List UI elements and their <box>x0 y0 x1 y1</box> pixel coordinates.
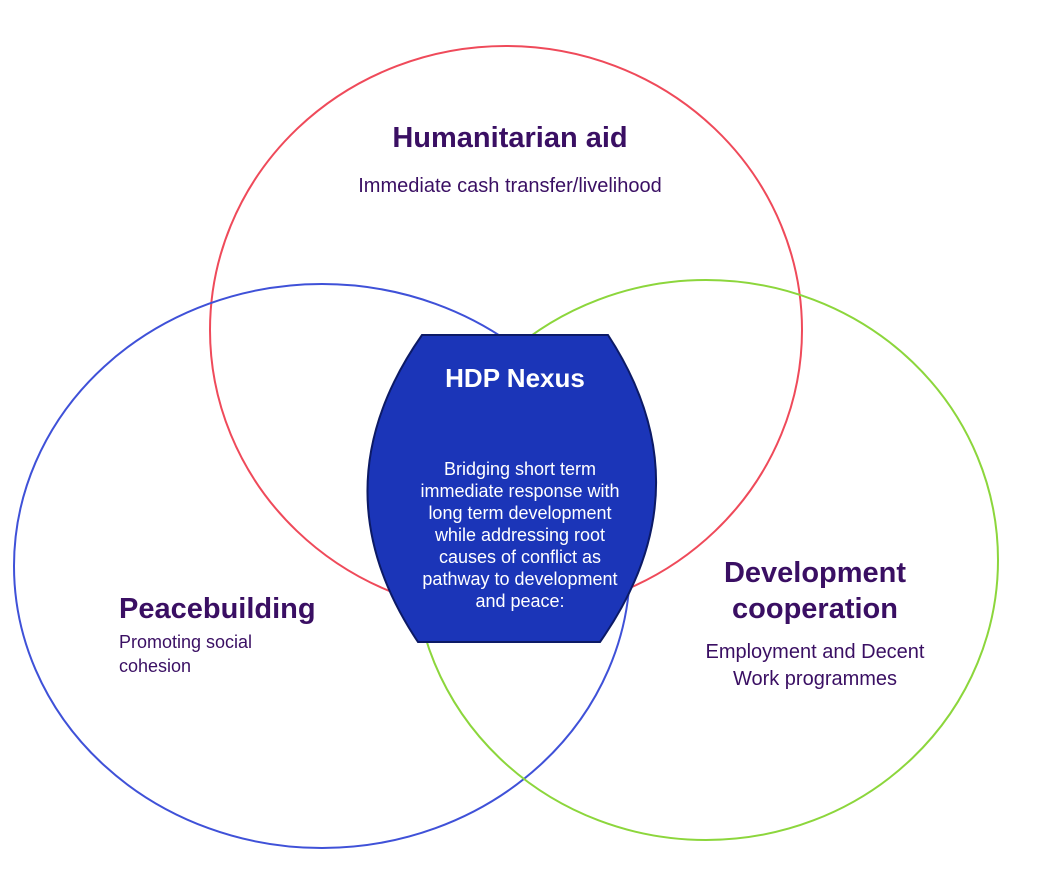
development-cooperation-description: Employment and Decent Work programmes <box>680 639 950 693</box>
hdp-nexus-shape <box>366 334 658 643</box>
development-title-line: Development <box>723 557 907 589</box>
peacebuilding-description-line: cohesion <box>119 656 192 676</box>
humanitarian-aid-description: Immediate cash transfer/livelihood <box>358 175 662 197</box>
development-description-line: Work programmes <box>732 668 898 690</box>
nexus-description-line: Bridging short term <box>443 459 597 479</box>
nexus-description-line: and peace: <box>475 591 565 611</box>
development-title-line: cooperation <box>732 593 898 625</box>
hdp-nexus-title: HDP Nexus <box>445 363 585 393</box>
nexus-description-line: immediate response with <box>420 481 620 501</box>
development-cooperation-title: Development cooperation <box>680 555 950 627</box>
nexus-description-line: causes of conflict as <box>438 547 602 567</box>
humanitarian-aid-title: Humanitarian aid <box>392 122 628 154</box>
nexus-description-line: long term development <box>428 503 612 523</box>
peacebuilding-title: Peacebuilding <box>119 593 316 625</box>
nexus-description-line: pathway to development <box>422 569 618 589</box>
development-description-line: Employment and Decent <box>705 641 925 663</box>
peacebuilding-description: Promoting social cohesion <box>119 630 319 678</box>
hdp-nexus-description: Bridging short term immediate response w… <box>405 458 635 612</box>
peacebuilding-description-line: Promoting social <box>119 632 253 652</box>
nexus-description-line: while addressing root <box>434 525 606 545</box>
